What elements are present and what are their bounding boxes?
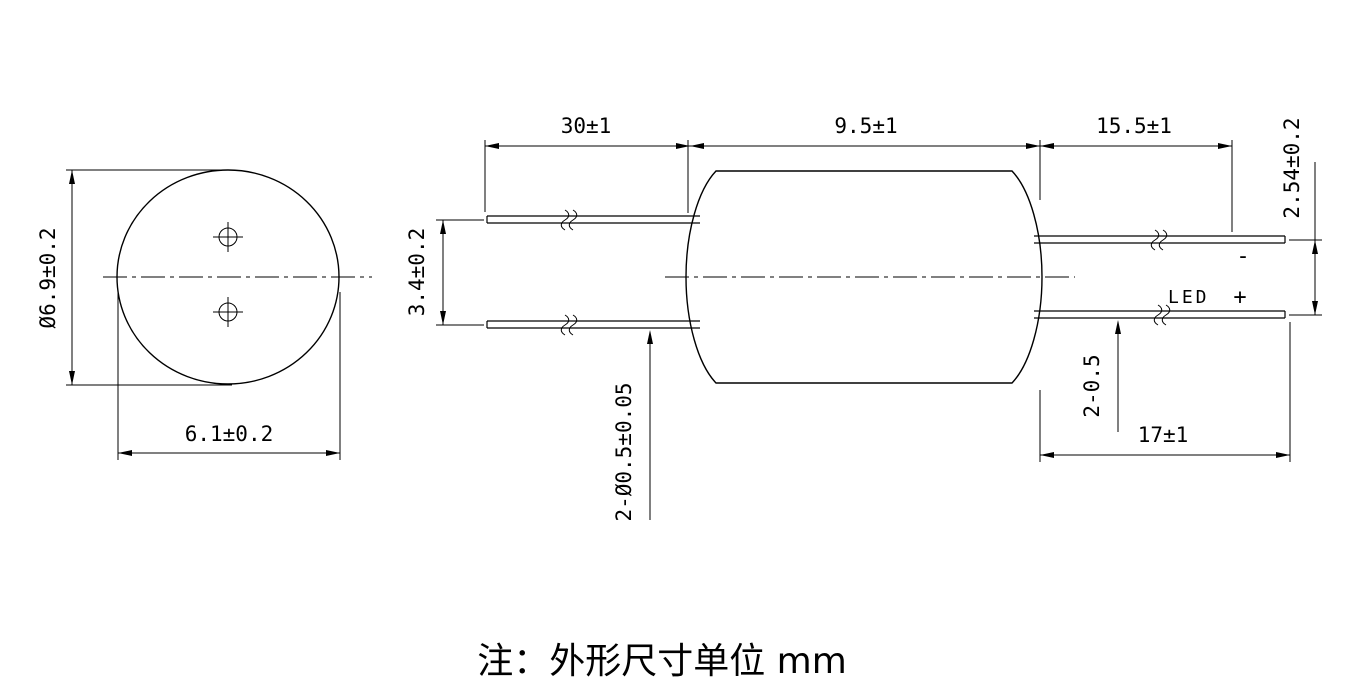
front-width-label: 6.1±0.2 — [185, 422, 274, 446]
right-lead-length-label: 15.5±1 — [1096, 114, 1172, 138]
break-mark — [1150, 229, 1160, 251]
break-mark — [560, 314, 570, 336]
break-mark — [1153, 304, 1163, 326]
left-lead-length-label: 30±1 — [561, 114, 612, 138]
polarity-plus-label: + — [1233, 285, 1246, 310]
arrow-left-icon — [690, 143, 704, 149]
arrow-up-icon — [647, 330, 653, 344]
break-mark — [1161, 304, 1171, 326]
left-lead-pitch-label: 3.4±0.2 — [405, 228, 429, 317]
arrow-right-icon — [676, 143, 690, 149]
arrow-down-icon — [1312, 301, 1318, 315]
break-mark — [568, 314, 578, 336]
polarity-minus-label: - — [1236, 244, 1249, 269]
arrow-left-icon — [485, 143, 499, 149]
arrow-down-icon — [440, 311, 446, 325]
arrow-right-icon — [1276, 452, 1290, 458]
units-note: 注：外形尺寸单位 mm — [477, 641, 847, 682]
break-mark — [560, 209, 570, 231]
arrow-up-icon — [1312, 240, 1318, 254]
arrow-down-icon — [69, 371, 75, 385]
front-view: Ø6.9±0.2 6.1±0.2 — [36, 169, 372, 460]
side-view: 30±1 9.5±1 15.5±1 2.54±0.2 3.4±0.2 2-Ø0.… — [405, 114, 1322, 522]
overall-right-label: 17±1 — [1138, 423, 1189, 447]
lead-diameter-label: 2-Ø0.5±0.05 — [612, 382, 636, 521]
arrow-right-icon — [1218, 143, 1232, 149]
arrow-up-icon — [1115, 320, 1121, 334]
arrow-left-icon — [1040, 143, 1054, 149]
front-diameter-label: Ø6.9±0.2 — [36, 227, 60, 328]
led-label: LED — [1168, 287, 1210, 308]
right-lead-pitch-label: 2.54±0.2 — [1280, 117, 1304, 218]
body-outline — [685, 170, 1043, 384]
arrow-up-icon — [440, 220, 446, 234]
break-mark — [568, 209, 578, 231]
break-mark — [1158, 229, 1168, 251]
right-lead-note-label: 2-0.5 — [1080, 354, 1104, 417]
arrow-left-icon — [118, 450, 132, 456]
arrow-left-icon — [1040, 452, 1054, 458]
arrow-right-icon — [1026, 143, 1040, 149]
arrow-up-icon — [69, 170, 75, 184]
body-length-label: 9.5±1 — [834, 114, 897, 138]
arrow-right-icon — [326, 450, 340, 456]
